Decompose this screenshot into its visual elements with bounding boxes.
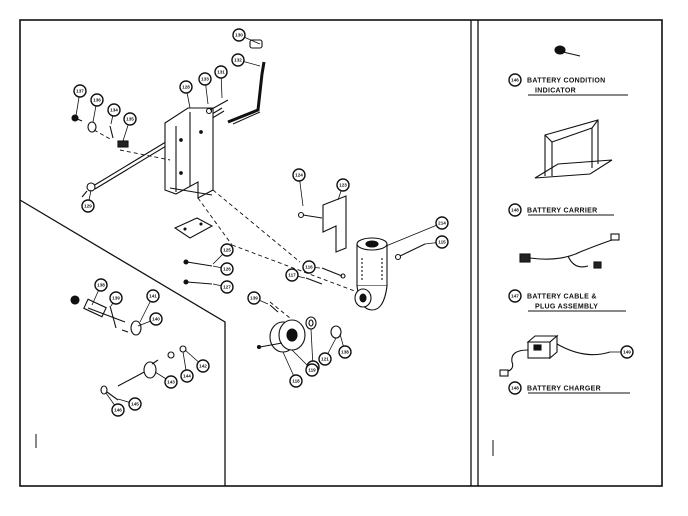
callout-number: 139 bbox=[250, 296, 258, 301]
callout-circle bbox=[220, 280, 234, 294]
callout-number: 143 bbox=[167, 380, 175, 385]
leader-line bbox=[385, 222, 443, 247]
legend-callout bbox=[508, 289, 522, 303]
callout-number: 135 bbox=[126, 117, 134, 122]
legend-label: INDICATOR bbox=[535, 88, 576, 95]
callout-number: 118 bbox=[292, 379, 300, 384]
callout-circle bbox=[149, 312, 163, 326]
callout-number: 119 bbox=[308, 368, 316, 373]
callout-number: 138 bbox=[341, 350, 349, 355]
callout-circle bbox=[179, 80, 193, 94]
legend-label: BATTERY CONDITION bbox=[527, 78, 605, 85]
callout-number: 146 bbox=[114, 408, 122, 413]
legend-number: 148 bbox=[511, 386, 519, 391]
callout-circle bbox=[214, 65, 228, 79]
callout-circle bbox=[220, 243, 234, 257]
callout-number: 133 bbox=[201, 77, 209, 82]
legend-label: BATTERY CABLE & bbox=[527, 294, 597, 301]
callout-circle bbox=[220, 262, 234, 276]
callout-number: 116 bbox=[305, 265, 313, 270]
callout-number: 117 bbox=[288, 273, 296, 278]
callout-circle bbox=[435, 216, 449, 230]
callout-circle bbox=[111, 403, 125, 417]
callout-circle bbox=[289, 374, 303, 388]
callout-circle bbox=[146, 289, 160, 303]
callout-circle bbox=[198, 72, 212, 86]
callout-circle bbox=[285, 268, 299, 282]
legend-callout bbox=[508, 73, 522, 87]
callout-circle bbox=[73, 84, 87, 98]
callout-circle bbox=[318, 352, 332, 366]
callout-circle bbox=[90, 93, 104, 107]
callout-number: 140 bbox=[152, 317, 160, 322]
callout-circle bbox=[232, 28, 246, 42]
callout-circle bbox=[247, 291, 261, 305]
callout-circle bbox=[305, 363, 319, 377]
callout-number: 123 bbox=[339, 183, 347, 188]
callout-number: 124 bbox=[295, 173, 303, 178]
legend-callout bbox=[508, 203, 522, 217]
callout-layer: 130 132 131 133 128 137 136 134 135 129 124 123 214 1… bbox=[73, 28, 449, 417]
clutch-assembly bbox=[70, 295, 187, 401]
callout-circle bbox=[196, 359, 210, 373]
callout-number: 127 bbox=[223, 285, 231, 290]
legend-number: 148 bbox=[511, 208, 519, 213]
callout-circle bbox=[435, 235, 449, 249]
legend-label: BATTERY CHARGER bbox=[527, 386, 601, 393]
callout-number: 138 bbox=[97, 283, 105, 288]
frame bbox=[19, 19, 663, 487]
callout-circle bbox=[336, 178, 350, 192]
callout-number: 115 bbox=[438, 240, 446, 245]
legend-label: BATTERY CARRIER bbox=[527, 208, 597, 215]
accessories bbox=[499, 45, 620, 377]
legend-callout bbox=[508, 381, 522, 395]
motor-assembly bbox=[256, 195, 426, 353]
callout-number: 132 bbox=[234, 58, 242, 63]
callout-circle bbox=[107, 103, 121, 117]
callout-circle bbox=[164, 375, 178, 389]
callout-number: 126 bbox=[223, 267, 231, 272]
callout-number: 145 bbox=[131, 402, 139, 407]
callout-number: 149 bbox=[623, 350, 631, 355]
callout-circle bbox=[180, 369, 194, 383]
callout-number: 131 bbox=[217, 70, 225, 75]
callout-circle bbox=[620, 345, 634, 359]
callout-circle bbox=[109, 291, 123, 305]
callout-circle bbox=[123, 112, 137, 126]
callout-circle bbox=[81, 199, 95, 213]
callout-circle bbox=[338, 345, 352, 359]
callout-number: 125 bbox=[223, 248, 231, 253]
callout-number: 141 bbox=[149, 294, 157, 299]
callout-number: 137 bbox=[76, 89, 84, 94]
callout-number: 129 bbox=[84, 204, 92, 209]
callout-number: 130 bbox=[235, 33, 243, 38]
callout-circle bbox=[231, 53, 245, 67]
callout-circle bbox=[292, 168, 306, 182]
callout-number: 128 bbox=[182, 85, 190, 90]
callout-number: 136 bbox=[93, 98, 101, 103]
callout-circle bbox=[94, 278, 108, 292]
callout-number: 134 bbox=[110, 108, 118, 113]
legend-label: PLUG ASSEMBLY bbox=[535, 304, 598, 311]
legend-number: 146 bbox=[511, 78, 519, 83]
legend-number: 147 bbox=[511, 294, 519, 299]
callout-number: 214 bbox=[438, 221, 446, 226]
assembly-lines bbox=[93, 129, 361, 319]
callout-number: 121 bbox=[321, 357, 329, 362]
callout-number: 142 bbox=[199, 364, 207, 369]
callout-number: 144 bbox=[183, 374, 191, 379]
callout-circle bbox=[128, 397, 142, 411]
callout-number: 139 bbox=[112, 296, 120, 301]
callout-circle bbox=[302, 260, 316, 274]
throttle-assembly bbox=[71, 39, 266, 285]
